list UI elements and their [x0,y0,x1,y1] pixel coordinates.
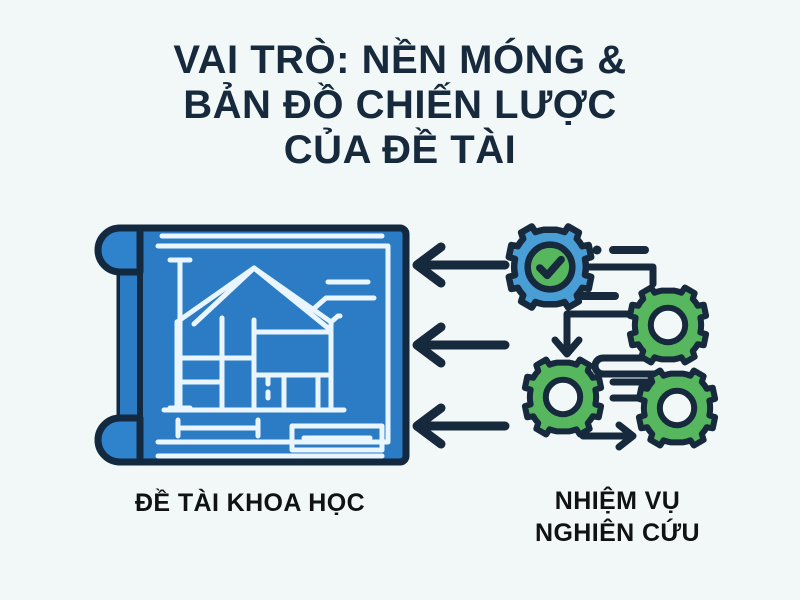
title-line-2: BẢN ĐỒ CHIẾN LƯỢC [183,83,617,127]
caption-left-line-1: ĐỀ TÀI KHOA HỌC [134,489,366,517]
check-icon [536,255,565,280]
page-title: VAI TRÒ: NỀN MÓNG & BẢN ĐỒ CHIẾN LƯỢC CỦ… [0,38,800,173]
gear-green-bottom-right [639,371,715,446]
caption-right-line-2: NGHIÊN CỨU [534,519,701,547]
blueprint-linework [155,233,391,459]
caption-left: ĐỀ TÀI KHOA HỌC [60,487,440,519]
dash-1 [609,246,649,254]
title-line-1: VAI TRÒ: NỀN MÓNG & [173,38,627,82]
dot-1 [592,245,602,255]
arrow-left-2 [412,322,510,368]
gears-svg [505,222,730,451]
blueprint-body [94,224,410,466]
arrows-svg [412,242,510,449]
arrow-left-1 [412,242,510,288]
arrow-left-3 [412,403,510,449]
gears-workflow-icon [505,222,730,472]
concept-diagram [0,210,800,490]
blueprint-svg [94,224,410,466]
dash-2 [579,292,619,300]
arrow-right-icon [579,421,637,451]
dot-dash-decorations [562,245,649,301]
gear-blue-check [509,226,591,307]
arrow-down-icon [551,336,583,358]
flow-arrows [405,240,515,449]
gear-green-top-right [630,288,706,363]
caption-right: NHIỆM VỤ NGHIÊN CỨU [490,485,745,549]
caption-right-line-1: NHIỆM VỤ [554,487,681,515]
title-line-3: CỦA ĐỀ TÀI [283,128,517,172]
gear-green-bottom-left [525,360,601,435]
blueprint-scroll-icon [82,220,412,475]
